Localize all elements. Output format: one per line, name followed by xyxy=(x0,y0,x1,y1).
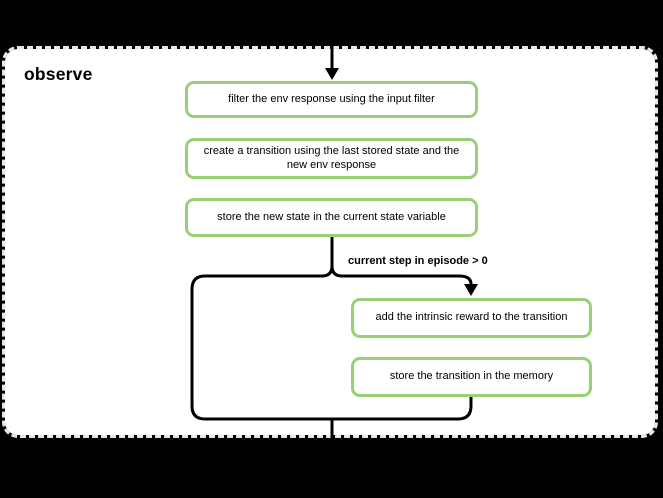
node-label: create a transition using the last store… xyxy=(203,145,460,171)
node-label: store the transition in the memory xyxy=(389,370,554,383)
node-add-intrinsic-reward: add the intrinsic reward to the transiti… xyxy=(351,298,592,338)
node-store-new-state: store the new state in the current state… xyxy=(185,198,478,237)
node-filter-env-response: filter the env response using the input … xyxy=(185,81,478,118)
node-label: add the intrinsic reward to the transiti… xyxy=(375,311,568,324)
node-store-transition: store the transition in the memory xyxy=(351,357,592,397)
condition-label: current step in episode > 0 xyxy=(348,255,488,267)
node-label: store the new state in the current state… xyxy=(217,210,446,223)
node-create-transition: create a transition using the last store… xyxy=(185,138,478,179)
group-title: observe xyxy=(24,64,93,84)
node-label: filter the env response using the input … xyxy=(228,92,435,105)
